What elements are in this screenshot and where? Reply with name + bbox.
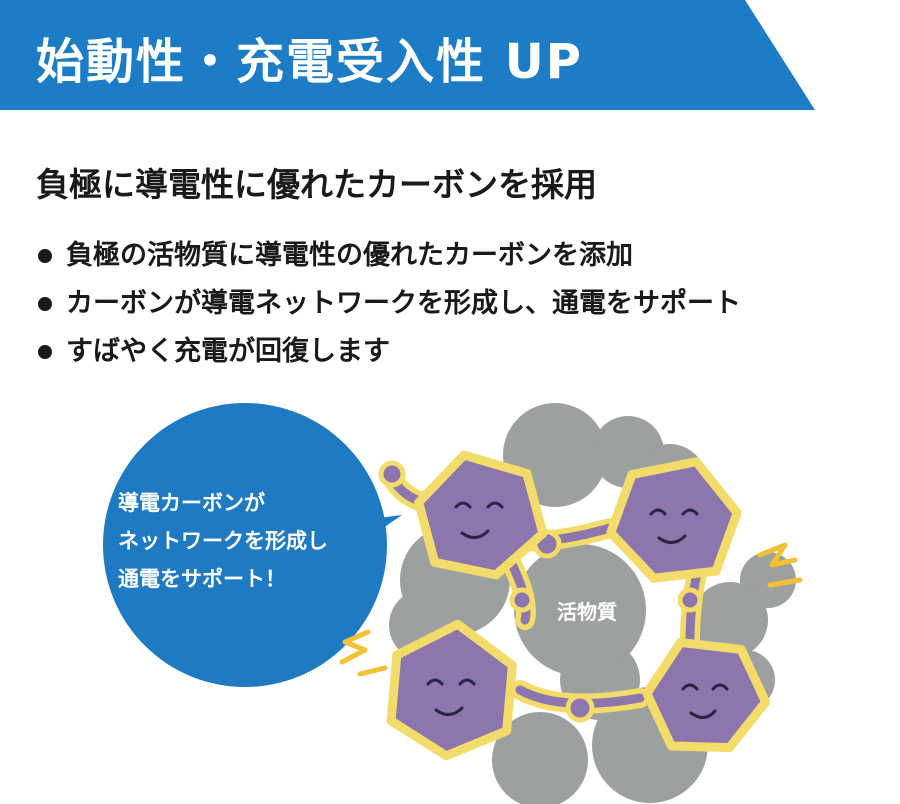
particle [492, 712, 588, 804]
feature-item: カーボンが導電ネットワークを形成し、通電をサポート [36, 280, 741, 328]
title-banner [0, 0, 815, 110]
bullet-icon [38, 297, 52, 311]
carbon-node [509, 587, 535, 613]
bubble-line: 導電カーボンが [118, 491, 265, 515]
speech-bubble [103, 403, 402, 687]
feature-text: 負極の活物質に導電性の優れたカーボンを添加 [66, 240, 633, 271]
carbon-face-icon [606, 457, 742, 583]
particle [514, 544, 646, 676]
bullet-icon [38, 249, 52, 263]
page-title: 始動性・充電受入性 UP [36, 34, 583, 90]
feature-list: 負極の活物質に導電性の優れたカーボンを添加 カーボンが導電ネットワークを形成し、… [36, 232, 741, 376]
bubble-line: ネットワークを形成し [118, 529, 328, 553]
feature-item: 負極の活物質に導電性の優れたカーボンを添加 [36, 232, 741, 280]
carbon-node [378, 460, 406, 488]
active-material-label: 活物質 [557, 600, 617, 624]
feature-text: カーボンが導電ネットワークを形成し、通電をサポート [66, 288, 741, 319]
subheading: 負極に導電性に優れたカーボンを採用 [36, 165, 597, 204]
carbon-face-icon [386, 619, 517, 761]
feature-item: すばやく充電が回復します [36, 328, 741, 376]
carbon-face-icon [642, 637, 771, 753]
carbon-node [677, 587, 703, 613]
feature-text: すばやく充電が回復します [66, 336, 390, 367]
carbon-face-icon [414, 450, 548, 580]
speech-bubble-text: 導電カーボンが ネットワークを形成し 通電をサポート！ [118, 484, 378, 598]
carbon-node [565, 693, 595, 723]
spark-icon [757, 542, 803, 588]
carbon-network-diagram [103, 403, 803, 804]
spark-icon [339, 629, 388, 677]
bullet-icon [38, 345, 52, 359]
particle [692, 582, 768, 658]
bubble-line: 通電をサポート！ [118, 567, 286, 591]
